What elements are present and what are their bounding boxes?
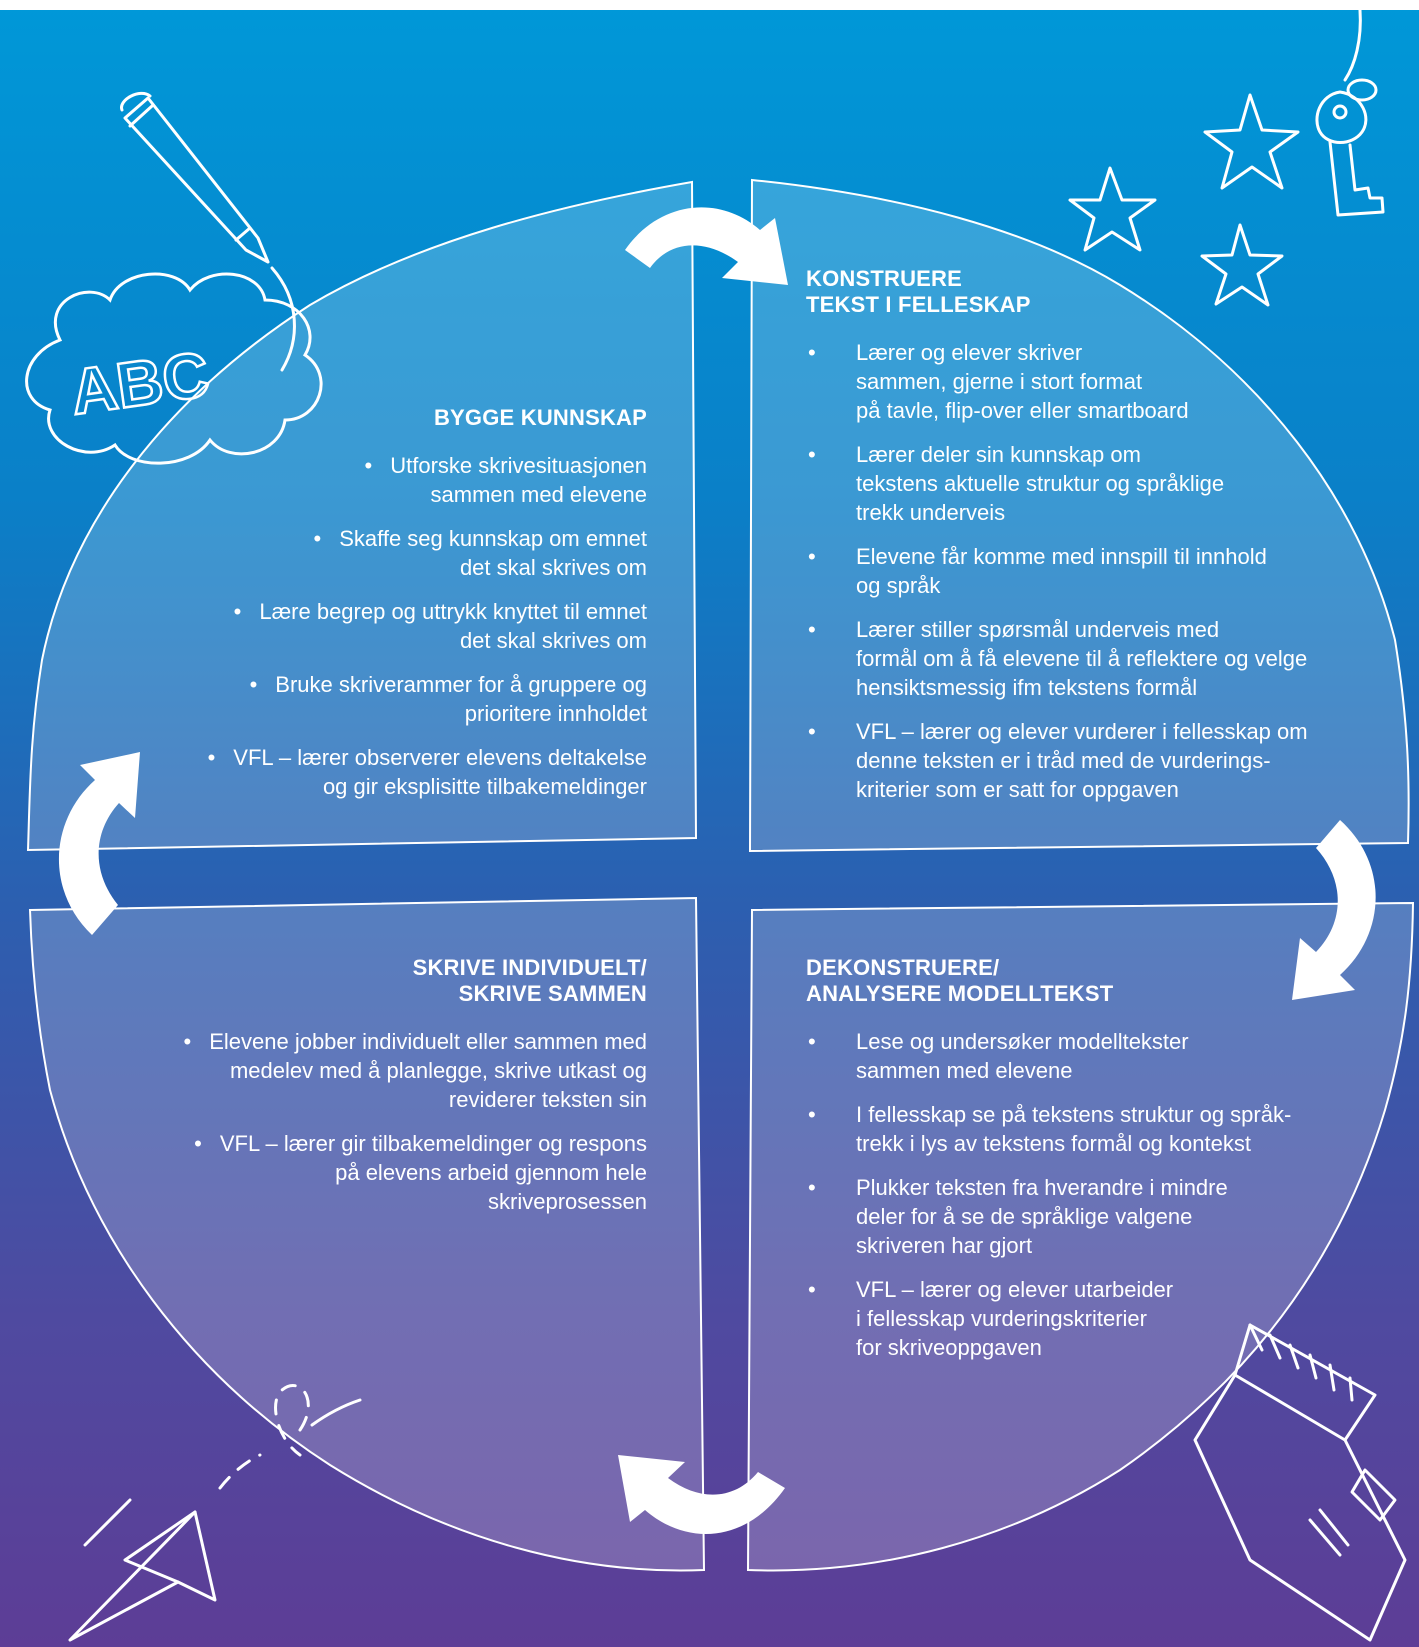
- panel-top-right: [748, 178, 1410, 853]
- list-item: • Plukker teksten fra hverandre i mindre…: [808, 1175, 1228, 1258]
- list-item: • VFL – lærer og elever vurderer i felle…: [808, 719, 1308, 802]
- panel-bottom-right: [746, 901, 1415, 1572]
- list-item: •Utforske skrivesituasjonen sammen med e…: [364, 453, 647, 507]
- top-white-band: [0, 0, 1419, 10]
- cycle-arrow-icon-bottom: [618, 1455, 785, 1534]
- star-icon: [1068, 93, 1300, 307]
- cloud-icon: [25, 272, 323, 465]
- list-item: • I fellesskap se på tekstens struktur o…: [808, 1102, 1292, 1156]
- cycle-arrow-icon-right: [1292, 820, 1376, 1000]
- panel-bottom-left: [28, 896, 706, 1572]
- list-item: • Lærer stiller spørsmål underveis med f…: [808, 617, 1308, 700]
- list-item: •Lære begrep og uttrykk knyttet til emne…: [233, 599, 647, 653]
- paper-plane-icon: [68, 1384, 362, 1642]
- quadrant-dekonstruere: DEKONSTRUERE/ ANALYSERE MODELLTEKST • Le…: [806, 955, 1346, 1377]
- quadrant-bygge-kunnskap: BYGGE KUNNSKAP •Utforske skrivesituasjon…: [150, 405, 647, 816]
- quadrant-title: BYGGE KUNNSKAP: [433, 405, 647, 430]
- cycle-arrow-icon-left: [58, 752, 140, 935]
- quadrant-title: KONSTRUERE TEKST I FELLESKAP: [806, 266, 1031, 317]
- pencil-icon: [120, 91, 296, 372]
- list-item: • Elevene får komme med innspill til inn…: [808, 544, 1267, 598]
- quadrant-title: DEKONSTRUERE/ ANALYSERE MODELLTEKST: [806, 955, 1114, 1006]
- list-item: • VFL – lærer og elever utarbeider i fel…: [808, 1277, 1174, 1360]
- key-icon: [1315, 8, 1385, 217]
- list-item: • Lærer deler sin kunnskap om tekstens a…: [808, 442, 1225, 525]
- quadrant-konstruere-tekst: KONSTRUERE TEKST I FELLESKAP • Lærer og …: [806, 266, 1366, 819]
- quadrant-title: SKRIVE INDIVIDUELT/ SKRIVE SAMMEN: [412, 955, 647, 1006]
- list-item: •Elevene jobber individuelt eller sammen…: [183, 1029, 648, 1112]
- quadrant-skrive-individuelt: SKRIVE INDIVIDUELT/ SKRIVE SAMMEN •Eleve…: [120, 955, 648, 1231]
- list-item: •VFL – lærer gir tilbakemeldinger og res…: [194, 1131, 647, 1214]
- book-icon: [1193, 1323, 1407, 1642]
- list-item: •VFL – lærer observerer elevens deltakel…: [207, 745, 647, 799]
- cycle-arrow-icon-top: [625, 207, 788, 285]
- list-item: •Bruke skriverammer for å gruppere og pr…: [249, 672, 647, 726]
- list-item: • Lærer og elever skriver sammen, gjerne…: [808, 340, 1189, 423]
- panel-top-left: [26, 180, 698, 852]
- list-item: • Lese og undersøker modelltekster samme…: [808, 1029, 1189, 1083]
- list-item: •Skaffe seg kunnskap om emnet det skal s…: [313, 526, 647, 580]
